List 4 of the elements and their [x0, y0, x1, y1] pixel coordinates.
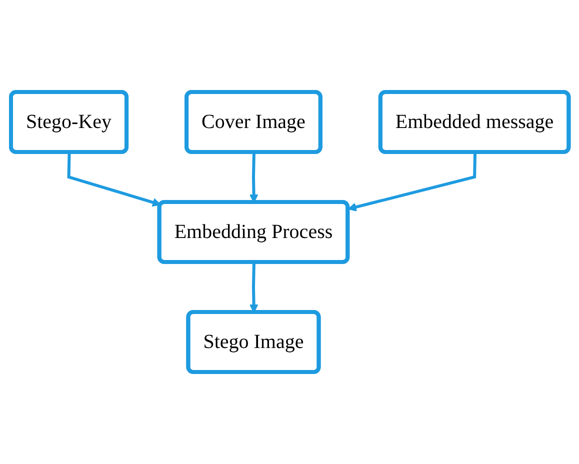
arrow: [249, 262, 258, 313]
arrow: [249, 152, 258, 203]
arrow: [347, 152, 476, 212]
arrow: [66, 152, 161, 207]
